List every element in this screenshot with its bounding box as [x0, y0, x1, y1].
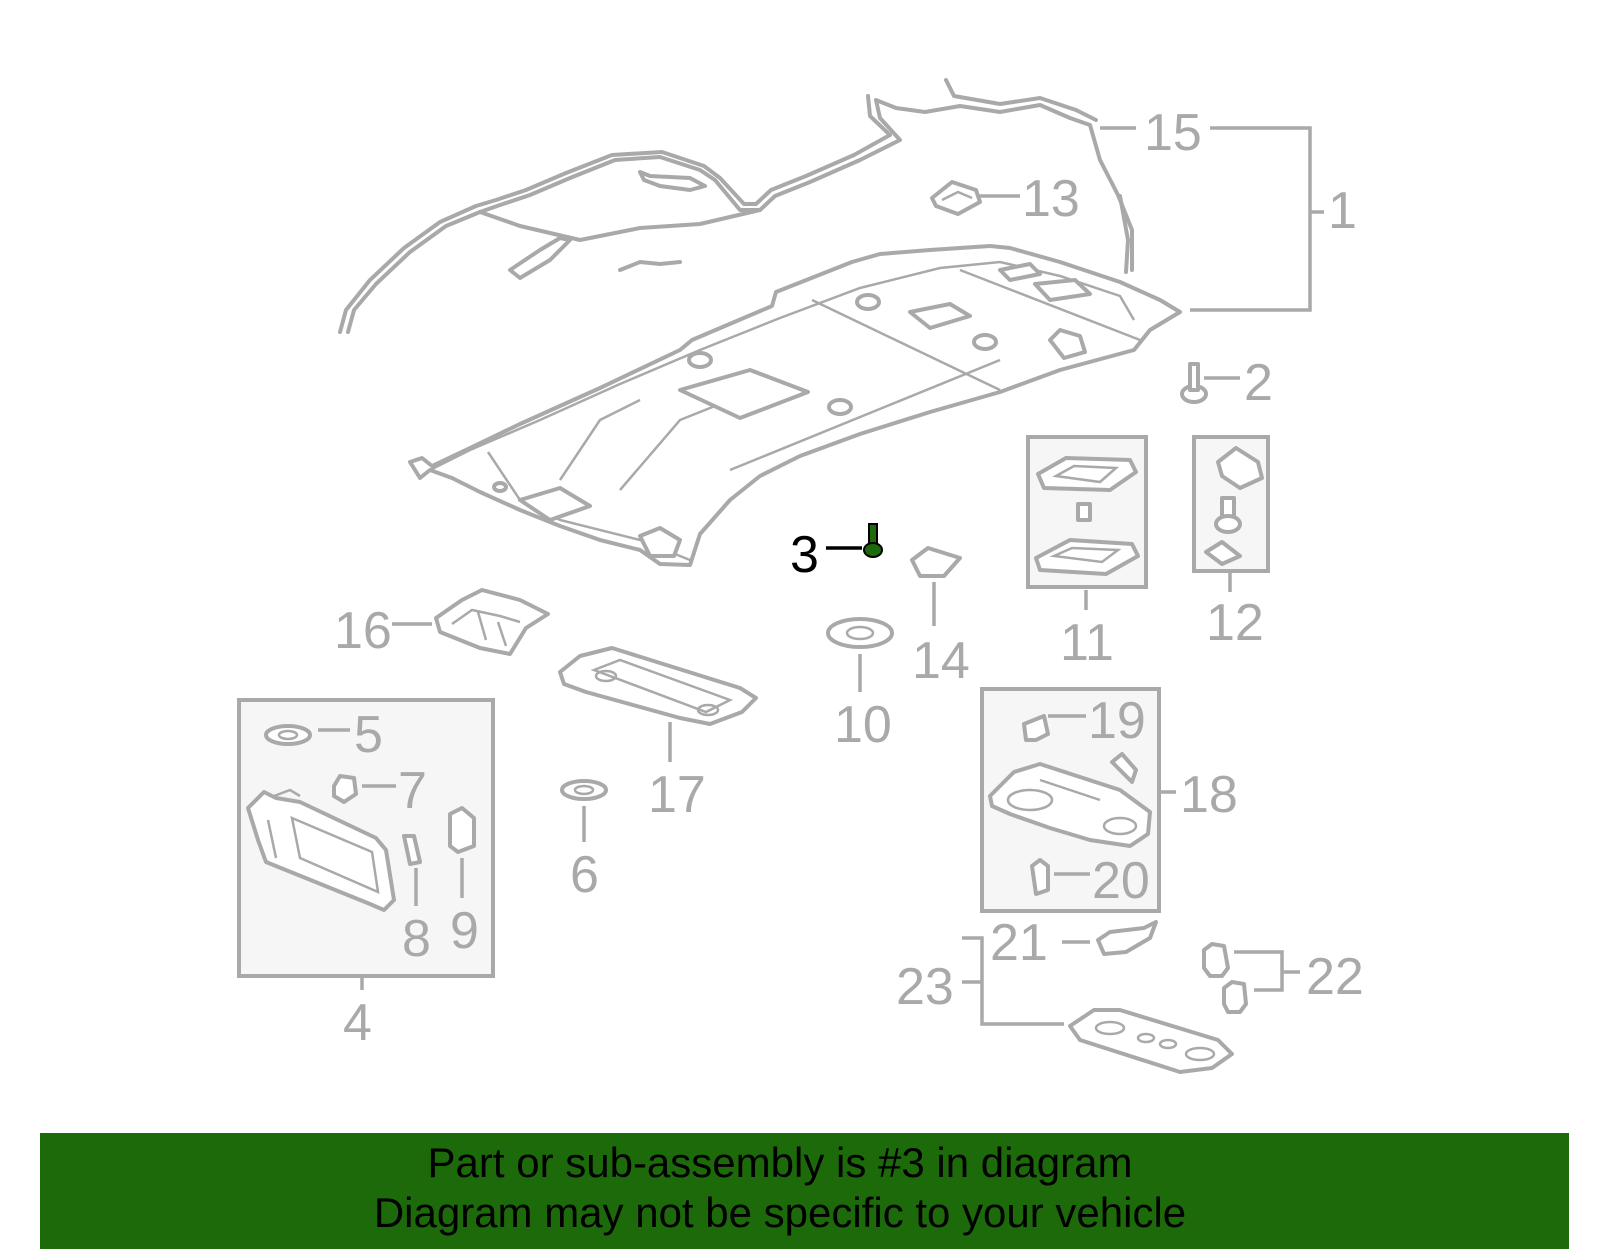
part-2-clip: [1180, 362, 1208, 404]
callout-10: 10: [834, 696, 892, 754]
part-11-assembly: [1026, 435, 1148, 589]
part-17-console-pad: [558, 646, 758, 726]
callout-19: 19: [1088, 692, 1146, 750]
callout-numbers: 1 2 3 4 5 6 7 8 9 10 11 12 13 14 15 16 1…: [334, 104, 1364, 1052]
part-10-grommet: [826, 617, 894, 649]
part-6-grommet: [560, 779, 608, 801]
callout-5: 5: [354, 706, 383, 764]
callout-23: 23: [896, 958, 954, 1016]
part-21-lens: [1096, 920, 1158, 956]
callout-16: 16: [334, 602, 392, 660]
part-23-dome-lamp: [1068, 1008, 1234, 1074]
part-16-pad: [434, 588, 550, 656]
callout-17: 17: [648, 766, 706, 824]
callout-2: 2: [1244, 354, 1273, 412]
part-18-console-assembly: [980, 687, 1161, 913]
callout-21: 21: [990, 914, 1048, 972]
callout-13: 13: [1022, 170, 1080, 228]
part-13-bracket: [930, 180, 982, 216]
callout-8: 8: [402, 910, 431, 968]
part-12-assembly: [1192, 435, 1270, 573]
part-14-bracket: [910, 546, 962, 578]
part-4-sun-visor-assembly: [237, 698, 495, 978]
callout-7: 7: [398, 762, 427, 820]
info-banner: Part or sub-assembly is #3 in diagram Di…: [40, 1133, 1569, 1249]
callout-1: 1: [1328, 182, 1357, 240]
callout-14: 14: [912, 632, 970, 690]
part-22-bulbs: [1202, 942, 1248, 1014]
callout-20: 20: [1092, 852, 1150, 910]
callout-12: 12: [1206, 594, 1264, 652]
leader-lines: [318, 126, 1324, 1026]
part-1-headliner: [408, 244, 1182, 567]
banner-disclaimer-text: Diagram may not be specific to your vehi…: [373, 1189, 1187, 1236]
callout-4: 4: [343, 994, 372, 1052]
callout-11: 11: [1060, 614, 1114, 672]
part-3-screw-highlighted: [863, 523, 883, 558]
callout-22: 22: [1306, 948, 1364, 1006]
callout-3: 3: [790, 526, 819, 584]
callout-15: 15: [1144, 104, 1202, 162]
callout-6: 6: [570, 846, 599, 904]
banner-part-text: Part or sub-assembly is #3 in diagram: [427, 1139, 1133, 1186]
callout-9: 9: [450, 902, 479, 960]
part-15-wire-harness: [338, 78, 1134, 334]
callout-18: 18: [1180, 766, 1238, 824]
